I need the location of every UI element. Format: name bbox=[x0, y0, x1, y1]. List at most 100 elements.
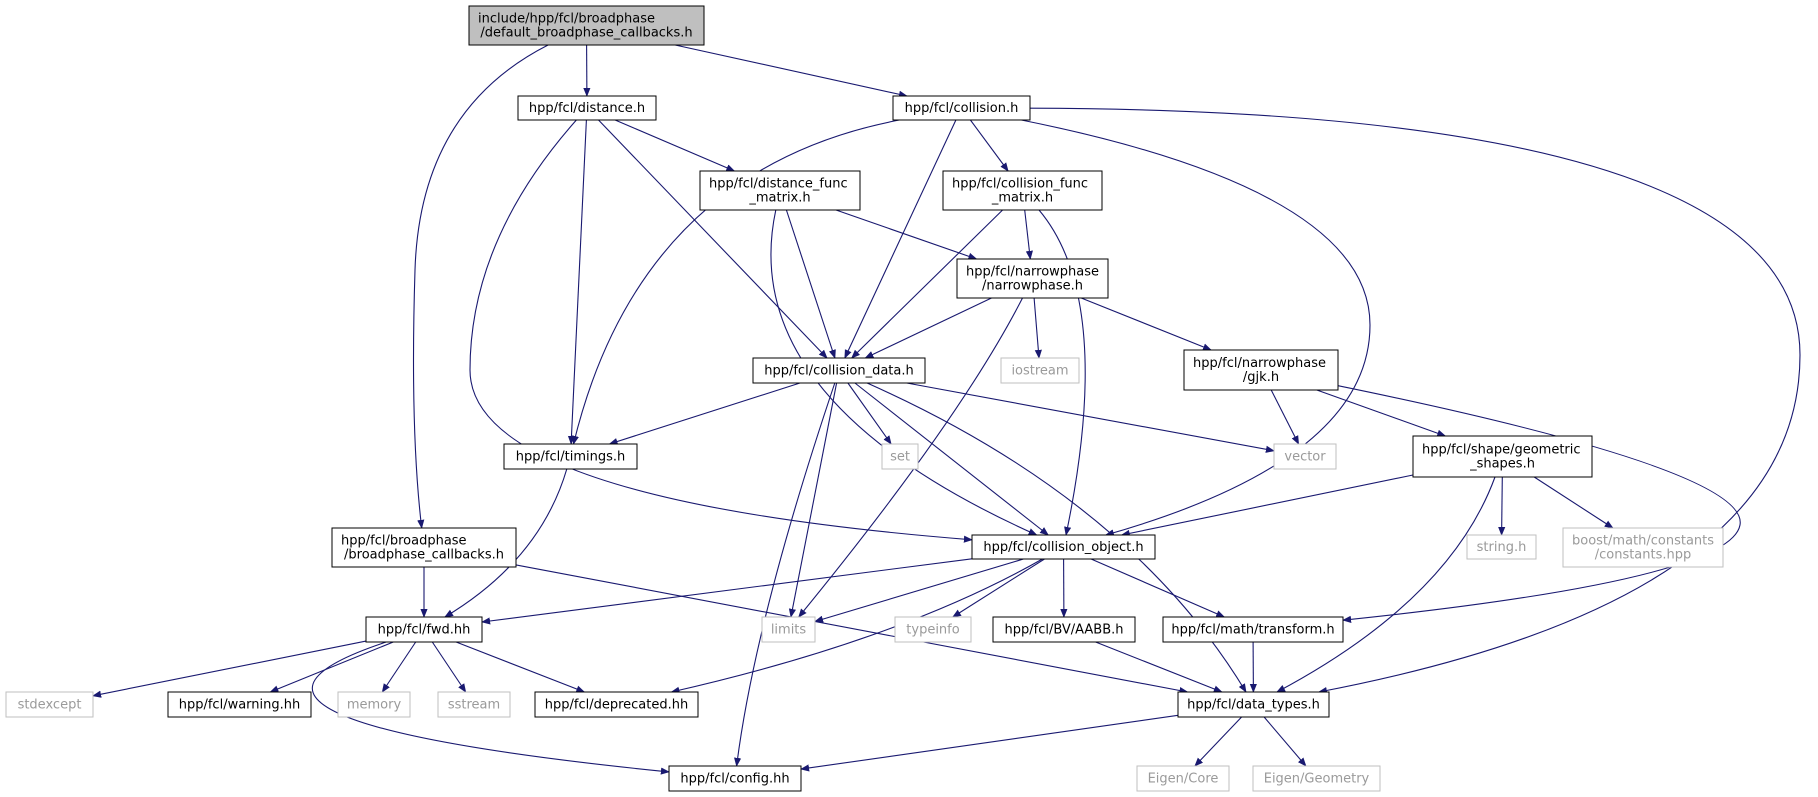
node-fwd[interactable]: hpp/fcl/fwd.hh bbox=[365, 616, 483, 643]
node-label: hpp/fcl/distance_func bbox=[709, 177, 848, 192]
node-label: hpp/fcl/collision_func bbox=[952, 177, 1088, 192]
node-label: _matrix.h bbox=[748, 191, 810, 206]
node-gjk[interactable]: hpp/fcl/narrowphase/gjk.h bbox=[1183, 349, 1339, 391]
edge-root-to-collision bbox=[674, 44, 908, 98]
edge-geometric_shapes-to-data_types bbox=[1276, 476, 1496, 693]
node-label: sstream bbox=[448, 698, 500, 713]
node-broadphase-callbacks[interactable]: hpp/fcl/broadphase/broadphase_callbacks.… bbox=[331, 527, 517, 568]
edge-collision-to-collision_data bbox=[844, 119, 957, 359]
node-boost-constants: boost/math/constants/constants.hpp bbox=[1562, 527, 1724, 568]
node-box bbox=[167, 691, 312, 718]
edge-collision_object-to-transform bbox=[1090, 558, 1226, 618]
node-label: hpp/fcl/deprecated.hh bbox=[545, 698, 688, 713]
node-label: hpp/fcl/collision_object.h bbox=[983, 540, 1143, 555]
node-collision-object[interactable]: hpp/fcl/collision_object.h bbox=[971, 534, 1156, 560]
node-collision-func-matrix[interactable]: hpp/fcl/collision_func_matrix.h bbox=[942, 170, 1103, 211]
node-config[interactable]: hpp/fcl/config.hh bbox=[668, 765, 802, 792]
node-eigen-core: Eigen/Core bbox=[1136, 765, 1230, 792]
node-label: Eigen/Geometry bbox=[1264, 772, 1370, 787]
node-vector: vector bbox=[1273, 443, 1337, 470]
node-data-types[interactable]: hpp/fcl/data_types.h bbox=[1177, 691, 1330, 718]
node-box bbox=[365, 616, 483, 643]
node-timings[interactable]: hpp/fcl/timings.h bbox=[503, 443, 638, 470]
node-label: vector bbox=[1284, 450, 1326, 465]
node-distance[interactable]: hpp/fcl/distance.h bbox=[517, 95, 657, 121]
node-label: hpp/fcl/shape/geometric bbox=[1422, 443, 1581, 458]
node-aabb[interactable]: hpp/fcl/BV/AABB.h bbox=[992, 616, 1136, 643]
node-collision-data[interactable]: hpp/fcl/collision_data.h bbox=[752, 357, 926, 384]
edge-collision_data-to-config bbox=[734, 382, 836, 767]
edge-fwd-to-warning bbox=[269, 641, 394, 693]
node-distance-func-matrix[interactable]: hpp/fcl/distance_func_matrix.h bbox=[699, 170, 861, 211]
edge-collision_func_matrix-to-collision_data bbox=[851, 209, 1003, 359]
edge-distance-to-collision_object bbox=[469, 119, 973, 543]
edge-narrowphase-to-collision_data bbox=[864, 297, 992, 359]
node-box bbox=[1136, 765, 1230, 792]
node-box bbox=[992, 616, 1136, 643]
node-box bbox=[892, 95, 1031, 121]
node-box bbox=[668, 765, 802, 792]
node-box bbox=[5, 691, 94, 718]
node-label: _shapes.h bbox=[1469, 457, 1535, 472]
node-sstream: sstream bbox=[437, 691, 511, 718]
node-box bbox=[752, 357, 926, 384]
edge-distance-to-timings bbox=[567, 119, 587, 445]
edge-collision_data-to-timings bbox=[608, 382, 801, 445]
node-transform[interactable]: hpp/fcl/math/transform.h bbox=[1162, 616, 1344, 643]
node-geometric-shapes[interactable]: hpp/fcl/shape/geometric_shapes.h bbox=[1412, 435, 1593, 478]
node-label: /broadphase_callbacks.h bbox=[344, 548, 504, 563]
node-label: string.h bbox=[1477, 540, 1527, 555]
node-box bbox=[337, 691, 411, 718]
node-root[interactable]: include/hpp/fcl/broadphase/default_broad… bbox=[468, 5, 705, 46]
node-label: /default_broadphase_callbacks.h bbox=[480, 26, 692, 41]
edge-collision_data-to-limits bbox=[788, 382, 838, 618]
node-box bbox=[942, 170, 1103, 211]
node-label: hpp/fcl/data_types.h bbox=[1187, 698, 1320, 713]
node-label: hpp/fcl/warning.hh bbox=[179, 698, 301, 713]
node-label: limits bbox=[771, 623, 807, 638]
node-box bbox=[468, 5, 705, 46]
edge-collision_object-to-limits bbox=[814, 558, 1024, 623]
edge-collision_func_matrix-to-narrowphase bbox=[1024, 209, 1033, 260]
edge-geometric_shapes-to-boost_constants bbox=[1533, 476, 1614, 529]
edge-data_types-to-config bbox=[800, 714, 1179, 772]
node-box bbox=[1412, 435, 1593, 478]
node-label: memory bbox=[347, 698, 402, 713]
edge-geometric_shapes-to-string_h bbox=[1498, 476, 1506, 536]
node-typeinfo: typeinfo bbox=[894, 616, 972, 643]
node-box bbox=[517, 95, 657, 121]
node-set: set bbox=[881, 443, 919, 470]
node-warning[interactable]: hpp/fcl/warning.hh bbox=[167, 691, 312, 718]
edge-narrowphase-to-gjk bbox=[1080, 297, 1212, 351]
edge-distance_func_matrix-to-narrowphase bbox=[835, 209, 978, 260]
edge-gjk-to-transform bbox=[1337, 385, 1741, 623]
edge-fwd-to-deprecated bbox=[455, 641, 586, 693]
node-deprecated[interactable]: hpp/fcl/deprecated.hh bbox=[534, 691, 699, 718]
node-label: /gjk.h bbox=[1243, 370, 1279, 385]
node-label: hpp/fcl/narrowphase bbox=[1193, 356, 1326, 371]
edge-collision-to-data_types bbox=[1029, 107, 1801, 695]
edge-geometric_shapes-to-collision_object bbox=[1120, 474, 1414, 537]
node-label: /narrowphase.h bbox=[982, 279, 1083, 294]
edge-narrowphase-to-limits bbox=[798, 297, 1023, 618]
edge-timings-to-fwd bbox=[444, 468, 568, 618]
node-memory: memory bbox=[337, 691, 411, 718]
node-stdexcept: stdexcept bbox=[5, 691, 94, 718]
node-label: hpp/fcl/collision_data.h bbox=[764, 364, 914, 379]
edge-aabb-to-data_types bbox=[1095, 641, 1223, 693]
node-narrowphase[interactable]: hpp/fcl/narrowphase/narrowphase.h bbox=[956, 258, 1109, 299]
node-box bbox=[956, 258, 1109, 299]
node-box bbox=[1183, 349, 1339, 391]
node-box bbox=[1252, 765, 1381, 792]
node-collision[interactable]: hpp/fcl/collision.h bbox=[892, 95, 1031, 121]
node-label: set bbox=[890, 450, 910, 465]
edge-collision_object-to-fwd bbox=[481, 558, 973, 625]
node-box bbox=[437, 691, 511, 718]
edge-collision_object-to-typeinfo bbox=[952, 558, 1045, 618]
edge-narrowphase-to-iostream bbox=[1033, 297, 1042, 359]
node-box bbox=[534, 691, 699, 718]
node-label: boost/math/constants bbox=[1572, 534, 1714, 549]
node-box bbox=[1562, 527, 1724, 568]
node-label: stdexcept bbox=[18, 698, 82, 713]
